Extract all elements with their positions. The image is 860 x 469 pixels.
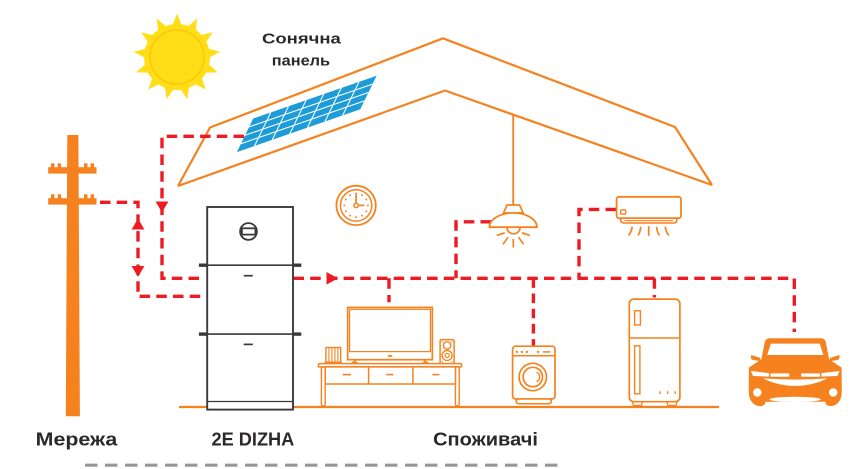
svg-text:2E DIZHA: 2E DIZHA (212, 430, 295, 450)
svg-text:Сонячна: Сонячна (262, 32, 342, 48)
svg-text:Мережа: Мережа (36, 430, 119, 450)
svg-text:панель: панель (272, 54, 330, 70)
svg-text:Споживачі: Споживачі (433, 430, 538, 450)
